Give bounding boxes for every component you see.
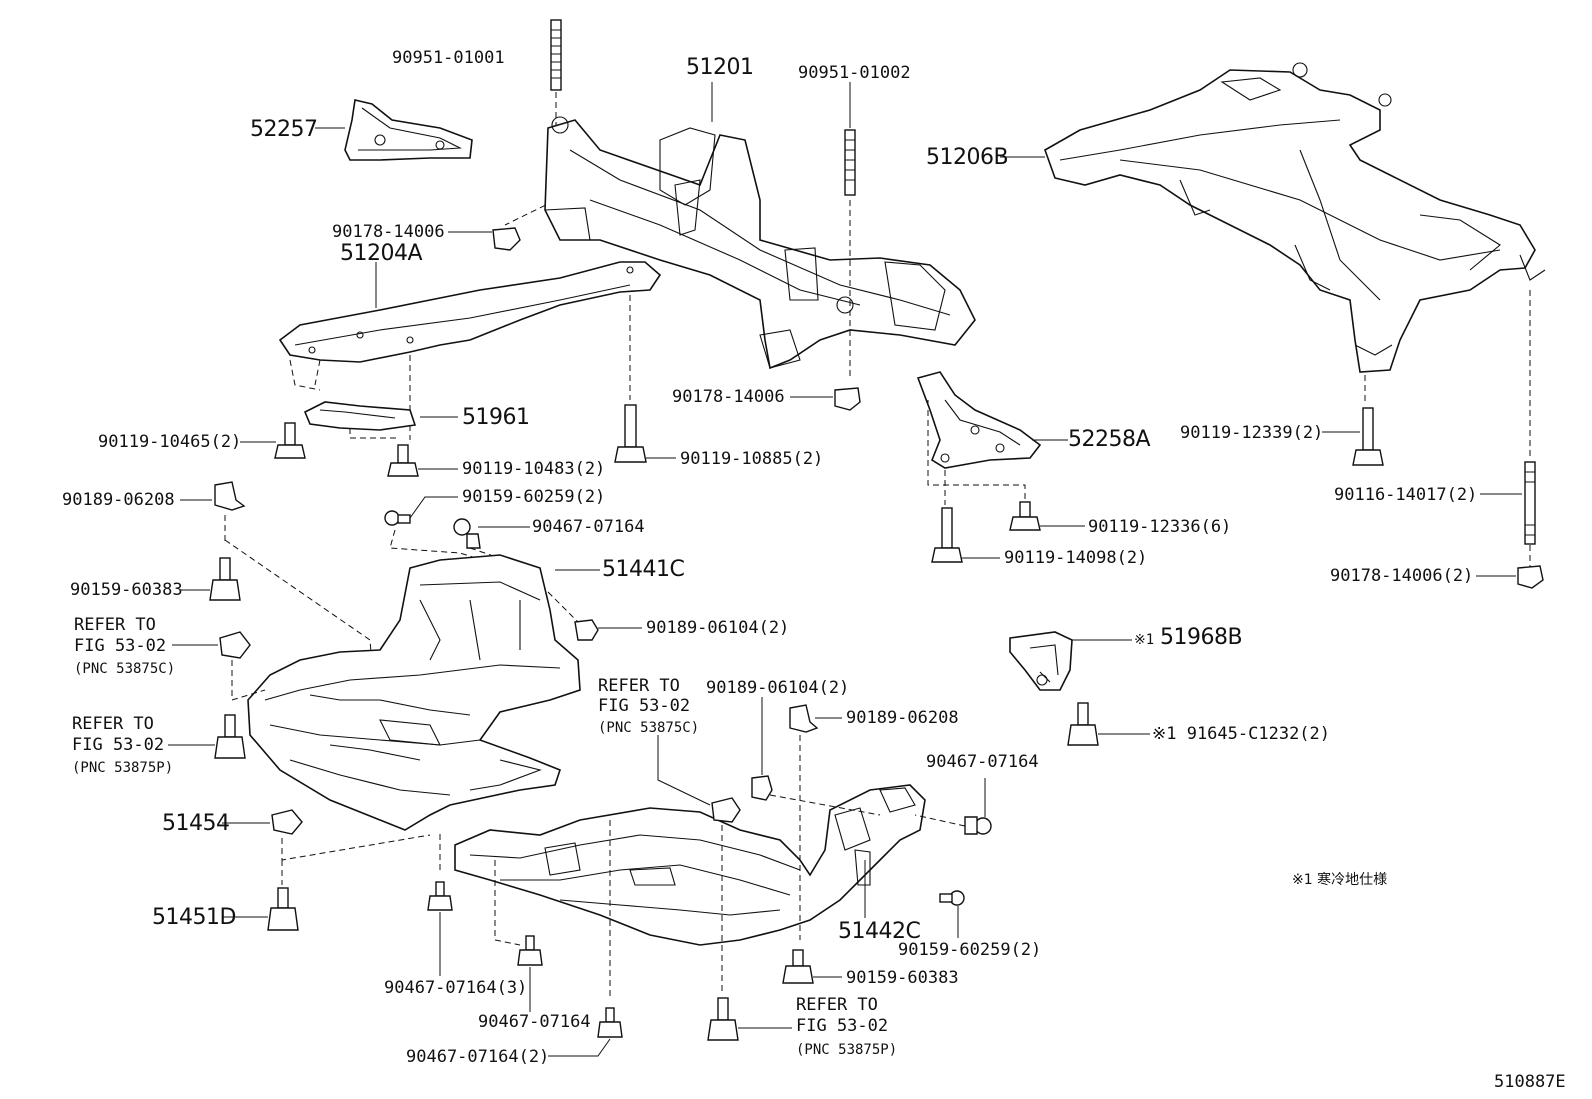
label-refer-3-c: (PNC 53875C)	[598, 720, 700, 736]
bolt-90119-12336	[1009, 501, 1041, 531]
label-90119-10465: 90119-10465(2)	[98, 432, 242, 452]
bolt-refer-53875P-a	[214, 714, 246, 759]
label-refer-1-c: (PNC 53875C)	[74, 661, 176, 677]
label-51961: 51961	[462, 405, 530, 430]
label-90467-07164-d: 90467-07164	[478, 1012, 591, 1032]
label-refer-4-a: REFER TO	[796, 995, 878, 1015]
nut-90178-14006-b	[834, 387, 861, 411]
label-90467-07164-c: 90467-07164(3)	[384, 978, 528, 998]
label-90189-06208-b: 90189-06208	[846, 708, 959, 728]
label-refer-1-b: FIG 53-02	[74, 636, 167, 656]
bracket-52257	[344, 99, 473, 161]
clip-51454	[271, 809, 303, 835]
label-51451D: 51451D	[152, 905, 236, 930]
label-51968B-mark: ※1	[1134, 632, 1155, 648]
clip-90467-07164-b	[964, 816, 992, 835]
diagram-code: 510887E	[1494, 1072, 1566, 1092]
clip-90189-06104-a	[574, 619, 599, 641]
label-51968B: 51968B	[1160, 625, 1243, 650]
label-90159-60259-b: 90159-60259(2)	[898, 940, 1042, 960]
label-90119-10483: 90119-10483(2)	[462, 459, 606, 479]
bolt-91645-C1232	[1067, 702, 1099, 746]
clip-refer-53875C-b	[711, 797, 741, 823]
bolt-90119-10885	[614, 404, 647, 463]
label-51441C: 51441C	[602, 557, 685, 582]
clip-90189-06104-b	[751, 775, 773, 801]
label-90159-60383-a: 90159-60383	[70, 580, 183, 600]
label-90178-14006-b: 90178-14006	[672, 387, 785, 407]
clip-90467-07164-c	[427, 881, 453, 911]
label-51442C: 51442C	[838, 919, 921, 944]
bolt-90119-10483	[387, 444, 419, 477]
under-cover-51441C	[247, 554, 581, 831]
label-90951-01001: 90951-01001	[392, 48, 505, 68]
bolt-90159-60383-b	[782, 949, 814, 984]
screw-90159-60259-a	[384, 510, 411, 526]
label-52258A: 52258A	[1068, 427, 1151, 452]
label-52257: 52257	[250, 117, 318, 142]
label-refer-2-b: FIG 53-02	[72, 735, 165, 755]
label-90116-14017: 90116-14017(2)	[1334, 485, 1478, 505]
bolt-90119-10465	[274, 422, 306, 459]
label-90159-60383-b: 90159-60383	[846, 968, 959, 988]
label-51206B: 51206B	[926, 145, 1009, 170]
clip-90467-07164-d	[517, 935, 543, 966]
clip-refer-53875C-a	[219, 631, 251, 659]
label-90119-12336: 90119-12336(6)	[1088, 517, 1232, 537]
label-90119-14098: 90119-14098(2)	[1004, 548, 1148, 568]
under-cover-51442C	[454, 784, 926, 946]
bolt-90119-14098	[931, 507, 963, 563]
rear-crossmember-51206B	[1044, 62, 1546, 373]
label-refer-2-a: REFER TO	[72, 714, 154, 734]
label-refer-3-b: FIG 53-02	[598, 696, 691, 716]
label-90159-60259-a: 90159-60259(2)	[462, 487, 606, 507]
bracket-52258A	[916, 371, 1042, 469]
label-refer-3-a: REFER TO	[598, 676, 680, 696]
stud-90116-14017	[1524, 461, 1536, 545]
bolt-refer-53875P-b	[707, 997, 739, 1041]
screw-90159-60259-b	[939, 890, 965, 906]
clip-90467-07164-e	[597, 1007, 623, 1038]
footnote-cold-region-spec: ※1 寒冷地仕様	[1292, 872, 1388, 888]
clip-90467-07164-a	[453, 518, 481, 549]
label-90189-06104-a: 90189-06104(2)	[646, 618, 790, 638]
nut-90178-14006-c	[1517, 565, 1544, 589]
label-90178-14006-a: 90178-14006	[332, 222, 445, 242]
label-90951-01002: 90951-01002	[798, 63, 911, 83]
bolt-90119-12339	[1352, 407, 1384, 466]
label-refer-4-b: FIG 53-02	[796, 1016, 889, 1036]
label-refer-2-c: (PNC 53875P)	[72, 760, 174, 776]
stud-90951-01002	[844, 129, 856, 196]
bracket-51968B	[1009, 631, 1073, 691]
clip-90189-06208-b	[789, 704, 819, 733]
stud-90951-01001	[550, 19, 562, 91]
label-refer-4-c: (PNC 53875P)	[796, 1042, 898, 1058]
label-51204A: 51204A	[340, 241, 423, 266]
plate-51961	[303, 401, 417, 431]
nut-90178-14006-a	[492, 227, 521, 251]
label-90119-10885: 90119-10885(2)	[680, 449, 824, 469]
label-90189-06208-a: 90189-06208	[62, 490, 175, 510]
brace-51204A	[278, 261, 662, 363]
label-90178-14006-c: 90178-14006(2)	[1330, 566, 1474, 586]
label-refer-1-a: REFER TO	[74, 615, 156, 635]
label-51454: 51454	[162, 811, 230, 836]
label-91645-C1232: ※1 91645-C1232(2)	[1152, 724, 1331, 744]
bolt-90159-60383-a	[209, 557, 241, 601]
label-90189-06104-b: 90189-06104(2)	[706, 678, 850, 698]
label-90467-07164-e: 90467-07164(2)	[406, 1047, 550, 1067]
front-crossmember-51201	[544, 116, 976, 370]
label-51201: 51201	[686, 55, 754, 80]
clip-90189-06208-a	[214, 481, 246, 511]
label-90467-07164-a: 90467-07164	[532, 517, 645, 537]
label-90467-07164-b: 90467-07164	[926, 752, 1039, 772]
bolt-51451D	[267, 887, 299, 931]
label-90119-12339: 90119-12339(2)	[1180, 423, 1324, 443]
